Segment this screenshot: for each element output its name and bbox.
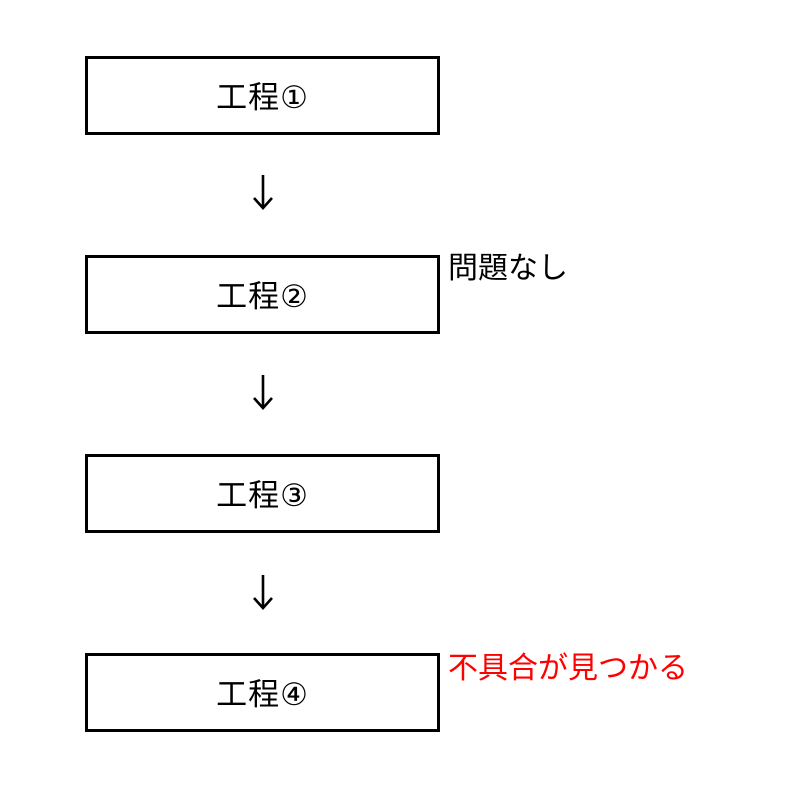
process-box-4: 工程④ (85, 653, 440, 732)
process-box-1: 工程① (85, 56, 440, 135)
process-box-4-label: 工程④ (216, 677, 309, 712)
process-box-2-label: 工程② (216, 279, 309, 314)
process-box-3: 工程③ (85, 454, 440, 533)
down-arrow-icon (250, 174, 276, 210)
annotation-defect-found: 不具合が見つかる (448, 652, 688, 685)
down-arrow-icon (250, 574, 276, 610)
process-box-3-label: 工程③ (216, 478, 309, 513)
process-box-1-label: 工程① (216, 80, 309, 115)
down-arrow-icon (250, 374, 276, 410)
annotation-no-problem: 問題なし (448, 252, 568, 285)
process-box-2: 工程② (85, 255, 440, 334)
